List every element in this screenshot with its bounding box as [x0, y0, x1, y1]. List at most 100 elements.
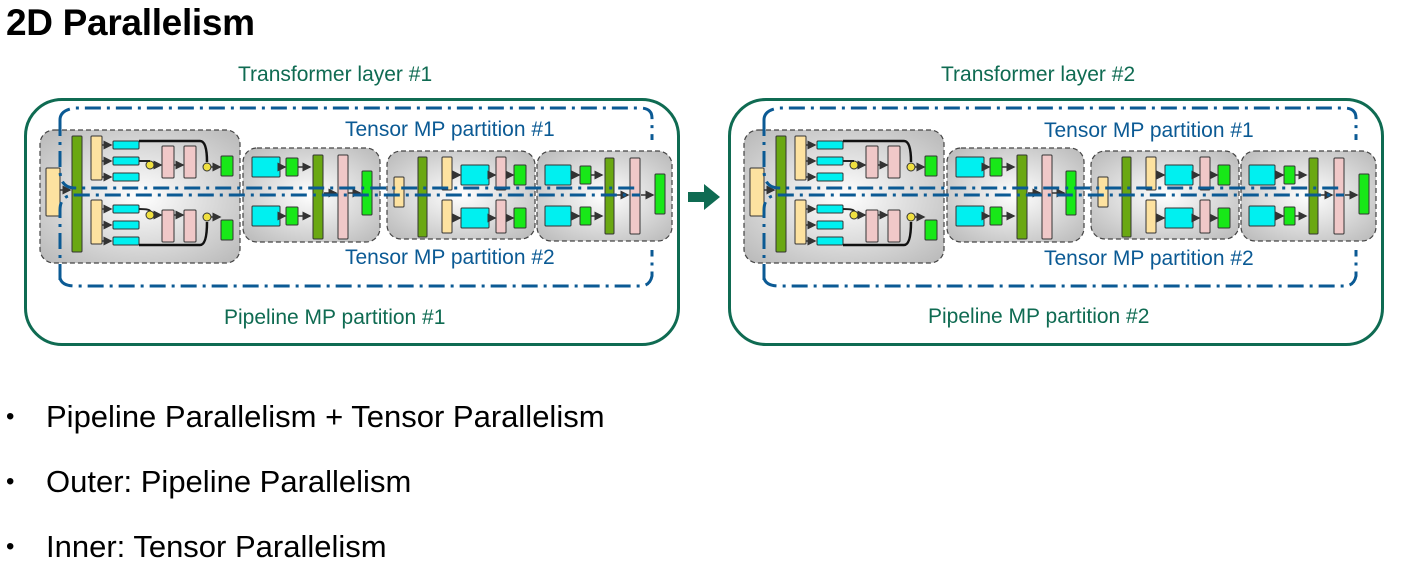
mlp-block: [955, 156, 985, 178]
output-block: [654, 173, 666, 215]
connector: [842, 208, 855, 212]
head-block: [112, 204, 140, 214]
head-block: [112, 172, 140, 182]
head-block: [816, 204, 844, 214]
head-block: [816, 220, 844, 230]
dropout-block: [183, 145, 197, 179]
output-block: [924, 219, 938, 241]
gelu-block: [1283, 165, 1296, 185]
head-block: [112, 220, 140, 230]
gelu-block: [285, 157, 299, 177]
bullet-icon: •: [6, 403, 15, 430]
softmax-block: [1199, 199, 1211, 234]
layer-label: Transformer layer #2: [941, 63, 1136, 86]
dropout-block: [337, 154, 349, 240]
connector: [843, 221, 913, 247]
output-block: [220, 219, 234, 241]
mlp-block: [955, 205, 985, 227]
pipeline-partition-label: Pipeline MP partition #1: [224, 306, 446, 329]
qkv-block: [1145, 199, 1157, 234]
head-block: [460, 164, 490, 186]
head-block: [112, 236, 140, 246]
softmax-block: [1199, 156, 1211, 191]
connector: [843, 139, 913, 163]
qkv-block: [794, 199, 807, 245]
head-block: [460, 207, 490, 229]
layernorm-block: [45, 167, 61, 217]
bullet-icon: •: [6, 468, 15, 495]
head-block: [1164, 207, 1194, 229]
qkv-block: [90, 199, 103, 245]
tensor-partition-label-2: Tensor MP partition #2: [1044, 247, 1254, 270]
softmax-block: [865, 145, 879, 179]
multiply-icon: [849, 210, 859, 220]
softmax-block: [495, 156, 507, 191]
pipeline-partition-label: Pipeline MP partition #2: [928, 305, 1150, 328]
gelu-block: [579, 206, 592, 226]
linear-block: [1121, 156, 1132, 238]
dropout-block: [887, 145, 901, 179]
mlp-block: [544, 205, 572, 227]
output-block: [1358, 173, 1370, 215]
tensor-boundary-bottom: [58, 250, 654, 288]
layer-box: [728, 98, 1384, 346]
tensor-partition-label-1: Tensor MP partition #1: [345, 118, 555, 141]
layer-box: [24, 98, 680, 346]
tensor-boundary-mid-2: [58, 193, 640, 280]
tensor-boundary-top: [762, 106, 1358, 140]
qkv-block: [794, 135, 807, 181]
output-block: [513, 164, 527, 186]
softmax-block: [161, 209, 175, 243]
connector: [138, 208, 151, 212]
gelu-block: [1283, 206, 1296, 226]
head-block: [816, 140, 844, 150]
layernorm-block: [1097, 176, 1109, 208]
gelu-block: [579, 165, 592, 185]
dropout-block: [1041, 154, 1053, 240]
output-block: [220, 155, 234, 177]
head-block: [112, 156, 140, 166]
output-block: [513, 207, 527, 229]
head-block: [816, 156, 844, 166]
layernorm-block: [393, 176, 405, 208]
output-block: [1217, 164, 1231, 186]
tensor-boundary-mid-2: [762, 193, 1344, 280]
mlp-block: [544, 164, 572, 186]
output-block: [924, 155, 938, 177]
multiply-icon: [849, 160, 859, 170]
dropout-block: [887, 209, 901, 243]
multiply-icon: [906, 212, 916, 222]
qkv-block: [1145, 156, 1157, 191]
layer-diagram: [39, 106, 673, 288]
linear-block: [1016, 154, 1028, 240]
output-block: [361, 170, 373, 216]
tensor-partition-label-2: Tensor MP partition #2: [345, 246, 555, 269]
mlp-block: [251, 156, 281, 178]
connector: [139, 221, 209, 247]
tensor-boundary-top: [58, 106, 654, 140]
head-block: [112, 140, 140, 150]
layer-diagram: [743, 106, 1377, 288]
layer-label: Transformer layer #1: [238, 63, 433, 86]
dropout-block: [183, 209, 197, 243]
softmax-block: [161, 145, 175, 179]
tensor-boundary-mid-1: [58, 120, 640, 190]
gelu-block: [989, 206, 1003, 226]
output-block: [1065, 170, 1077, 216]
tensor-boundary-bottom: [762, 250, 1358, 288]
multiply-icon: [906, 162, 916, 172]
mlp-block: [251, 205, 281, 227]
softmax-block: [495, 199, 507, 234]
slide-title: 2D Parallelism: [6, 2, 255, 43]
multiply-icon: [145, 160, 155, 170]
output-block: [1217, 207, 1231, 229]
head-block: [816, 236, 844, 246]
softmax-block: [865, 209, 879, 243]
multiply-icon: [145, 210, 155, 220]
connector: [139, 139, 209, 163]
gelu-block: [989, 157, 1003, 177]
tensor-boundary-mid-1: [762, 120, 1344, 190]
head-block: [816, 172, 844, 182]
multiply-icon: [202, 162, 212, 172]
head-block: [1164, 164, 1194, 186]
